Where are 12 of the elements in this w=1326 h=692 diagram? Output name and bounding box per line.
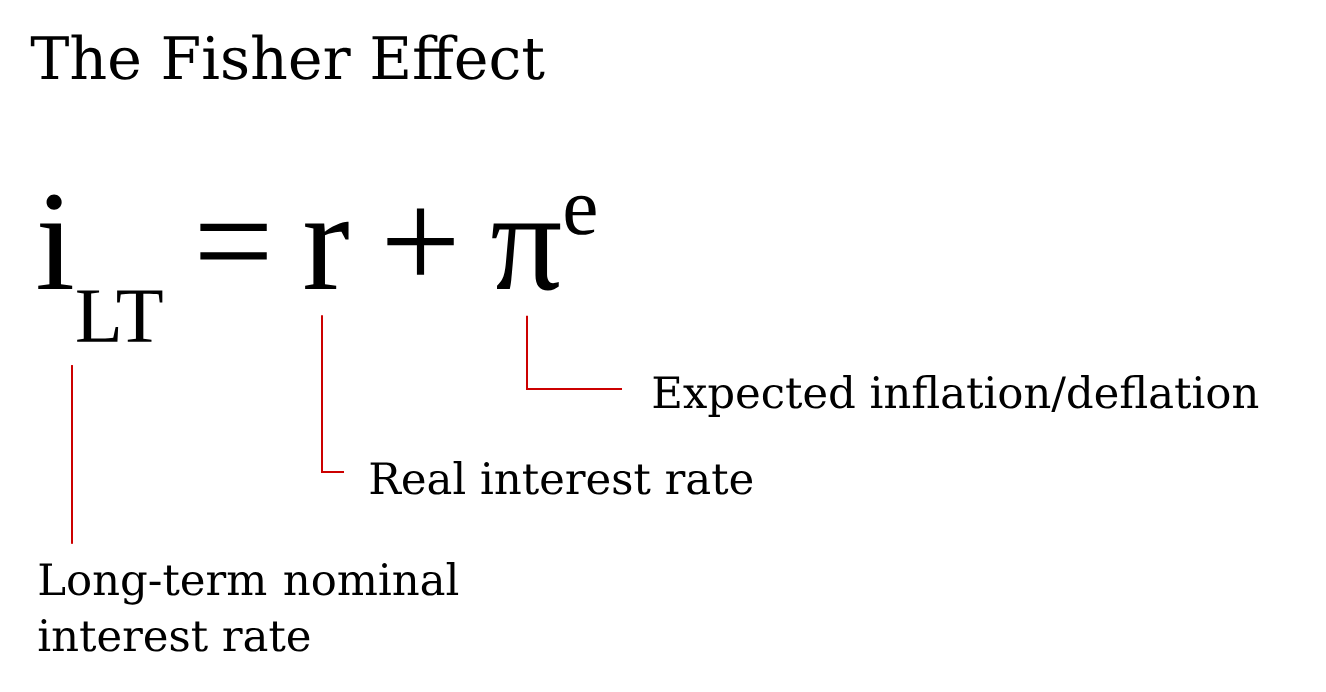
- callout-label: Real interest rate: [370, 461, 753, 495]
- variable-symbol: π$^{e}$: [492, 195, 596, 291]
- variable-symbol: i$_{LT}$: [38, 194, 163, 342]
- leader-line: [321, 314, 345, 473]
- equals-sign: =: [200, 223, 267, 260]
- title: The Fisher Effect: [30, 34, 545, 80]
- variable-symbol: r: [305, 221, 349, 289]
- plus-sign: +: [387, 208, 454, 275]
- leader-line: [526, 314, 623, 390]
- leader-line: [71, 364, 73, 545]
- callout-label: Expected inflation/deflation: [653, 375, 1259, 417]
- callout-label: Long-term nominal interest rate: [38, 562, 459, 652]
